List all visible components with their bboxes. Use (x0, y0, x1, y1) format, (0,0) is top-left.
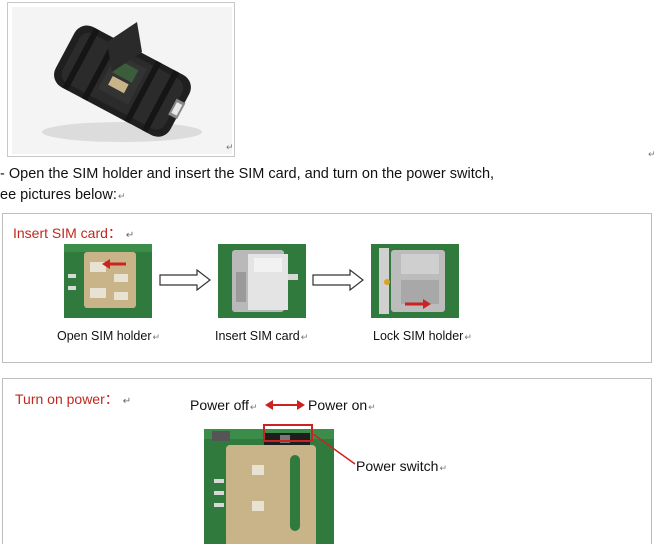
insert-sim-card-caption: Insert SIM card↵ (215, 329, 309, 343)
power-switch-photo (204, 429, 334, 544)
power-switch-highlight (263, 424, 313, 442)
power-on-label: Power on↵ (308, 397, 376, 413)
return-mark: ↵ (648, 150, 656, 160)
insert-sim-card-photo (218, 244, 306, 318)
lock-sim-holder-photo (371, 244, 459, 318)
insert-sim-section: Insert SIM card：↵ Open SIM holder↵ Inser… (2, 213, 652, 363)
turn-on-power-section: Turn on power：↵ Power off↵ Power on↵ Pow… (2, 378, 652, 544)
lock-sim-holder-caption: Lock SIM holder↵ (373, 329, 472, 343)
intro-line-2: ee pictures below:↵ (0, 187, 126, 203)
open-sim-holder-caption: Open SIM holder↵ (57, 329, 161, 343)
power-switch-pointer (313, 434, 356, 465)
open-sim-holder-photo (64, 244, 152, 318)
turn-on-power-title: Turn on power：↵ (15, 391, 132, 407)
power-switch-label: Power switch↵ (356, 458, 448, 474)
hollow-right-arrow-icon (159, 269, 211, 291)
hollow-right-arrow-icon (312, 269, 364, 291)
device-photo-frame (7, 2, 235, 157)
insert-sim-title: Insert SIM card：↵ (13, 225, 135, 241)
device-photo (12, 7, 232, 154)
intro-line-1: - Open the SIM holder and insert the SIM… (0, 166, 495, 182)
return-mark: ↵ (226, 143, 234, 153)
power-off-label: Power off↵ (190, 397, 258, 413)
double-red-arrow-icon (265, 400, 305, 410)
